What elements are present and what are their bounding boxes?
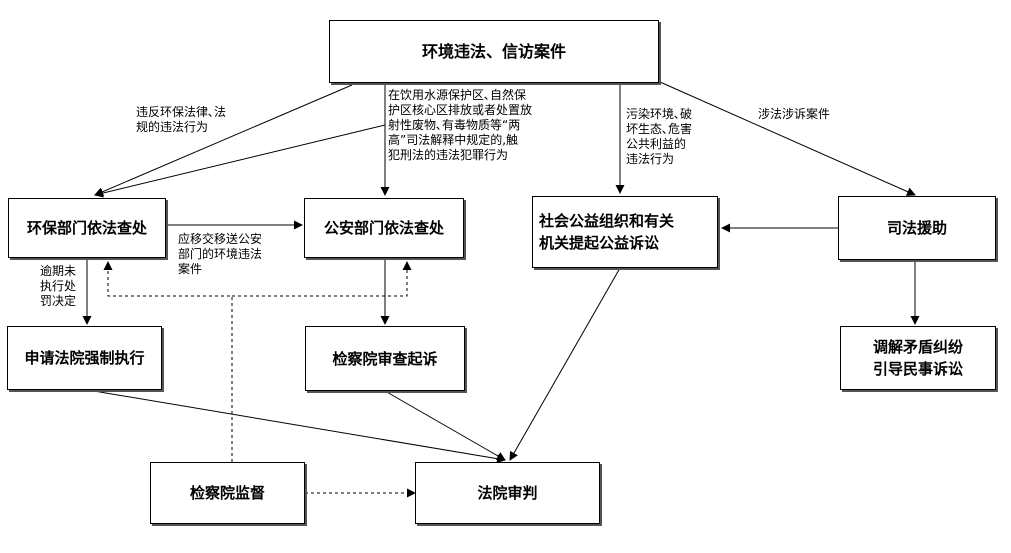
arrow-top-to-legal-aid [659,81,916,196]
node-public-interest-litigation: 社会公益组织和有关 机关提起公益诉讼 [532,196,718,268]
arrow-public-interest-to-court [509,267,621,461]
node-procuratorate-supervision: 检察院监督 [150,462,305,524]
node-police-investigation: 公安部门依法查处 [304,198,464,258]
node-court-trial: 法院审判 [415,462,600,524]
label-pollution-public-interest: 污染环境､破 坏生态､危害 公共利益的 违法行为 [626,107,693,166]
label-overdue-penalty: 逾期未 执行处 罚决定 [40,264,77,308]
node-court-enforcement: 申请法院强制执行 [7,326,162,390]
arrow-crime-to-env-dept [94,124,386,198]
node-mediation: 调解矛盾纠纷 引导民事诉讼 [840,326,996,390]
arrow-enforce-to-court [87,389,506,464]
label-criminal-offense: 在饮用水源保护区､自然保 护区核心区排放或者处置放 射性废物､有毒物质等“两 高… [388,88,533,162]
node-legal-aid: 司法援助 [838,196,996,260]
arrow-top-to-env-dept [94,84,353,196]
node-environmental-cases: 环境违法、信访案件 [329,20,659,83]
label-transfer-to-police: 应移交移送公安 部门的环境违法 案件 [178,232,263,276]
node-env-dept-investigation: 环保部门依法查处 [8,198,166,258]
label-litigation-cases: 涉法涉诉案件 [758,107,831,121]
dashed-supervision-to-police [232,261,412,297]
node-procuratorate-prosecution: 检察院审查起诉 [305,326,465,391]
arrow-prosecute-to-court [384,390,506,461]
label-violation: 违反环保法律､法 规的违法行为 [136,105,227,134]
dashed-supervision-feedback [103,261,233,462]
